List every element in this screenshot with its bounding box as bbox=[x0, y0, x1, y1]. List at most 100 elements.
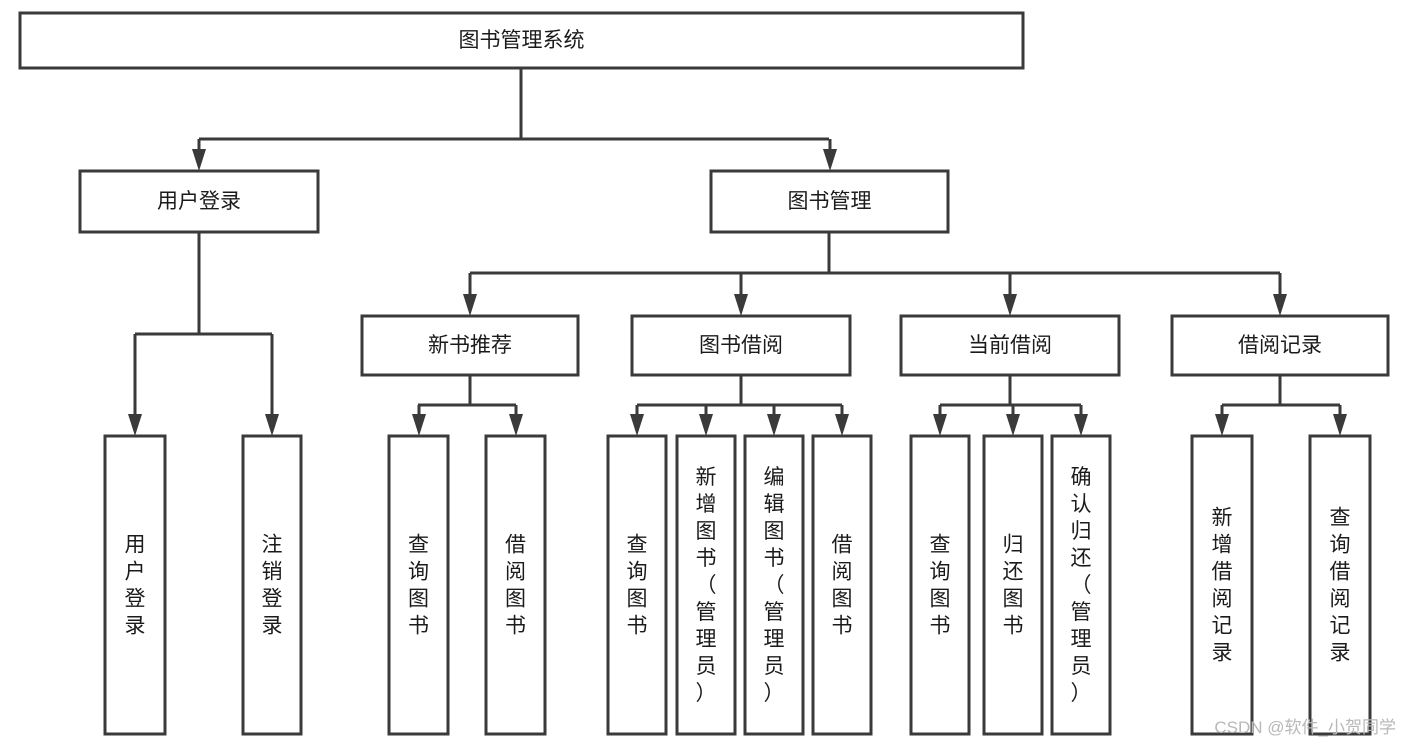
node-box-leaf_return_book[interactable] bbox=[982, 434, 1044, 736]
node-current_borrow[interactable]: 当前借阅 bbox=[899, 314, 1121, 377]
label-glyph: 借 bbox=[1212, 561, 1233, 584]
node-box-leaf_add_record[interactable] bbox=[1190, 434, 1254, 736]
label-glyph: 书 bbox=[505, 615, 526, 638]
node-label-leaf_user_login: 用户登录 bbox=[125, 534, 146, 638]
label-glyph: 录 bbox=[1212, 642, 1233, 665]
node-borrow_record[interactable]: 借阅记录 bbox=[1170, 314, 1390, 377]
edge-book_borrow-to-leaf_borrow_book_2 bbox=[835, 405, 849, 436]
label-glyph: 认 bbox=[1071, 493, 1092, 516]
node-box-leaf_query_book_3[interactable] bbox=[909, 434, 971, 736]
node-new_book_rec[interactable]: 新书推荐 bbox=[360, 314, 580, 377]
label-glyph: 记 bbox=[1212, 615, 1233, 638]
node-label-leaf_edit_book: 编辑图书（管理员） bbox=[764, 466, 785, 705]
label-glyph: 图 bbox=[408, 588, 429, 611]
node-leaf_query_book_1[interactable]: 查询图书 bbox=[387, 434, 450, 736]
node-box-leaf_add_book[interactable] bbox=[675, 434, 737, 736]
arrow-head-icon bbox=[1074, 414, 1088, 436]
node-book_mgmt[interactable]: 图书管理 bbox=[709, 169, 950, 234]
node-leaf_query_book_2[interactable]: 查询图书 bbox=[606, 434, 668, 736]
edge-root-to-book_mgmt bbox=[823, 139, 837, 171]
node-leaf_add_book[interactable]: 新增图书（管理员） bbox=[675, 434, 737, 736]
label-glyph: 注 bbox=[262, 534, 283, 557]
arrow-head-icon bbox=[1003, 294, 1017, 316]
label-glyph: 户 bbox=[125, 561, 146, 584]
node-leaf_confirm_return[interactable]: 确认归还（管理员） bbox=[1050, 434, 1112, 736]
node-label-borrow_record: 借阅记录 bbox=[1238, 334, 1322, 357]
label-glyph: 阅 bbox=[832, 561, 853, 584]
arrow-head-icon bbox=[1215, 414, 1229, 436]
node-leaf_add_record[interactable]: 新增借阅记录 bbox=[1190, 434, 1254, 736]
label-glyph: 借 bbox=[832, 534, 853, 557]
label-glyph: 图 bbox=[696, 520, 717, 543]
arrow-head-icon bbox=[128, 414, 142, 436]
edge-borrow_record-to-leaf_add_record bbox=[1215, 405, 1229, 436]
node-label-book_mgmt: 图书管理 bbox=[788, 190, 872, 213]
node-box-book_mgmt[interactable] bbox=[709, 169, 950, 234]
node-user_login[interactable]: 用户登录 bbox=[78, 169, 320, 234]
edge-book_mgmt-to-borrow_record bbox=[1273, 273, 1287, 316]
label-glyph: 新 bbox=[1212, 507, 1233, 530]
node-label-new_book_rec: 新书推荐 bbox=[428, 334, 512, 357]
node-leaf_borrow_book_1[interactable]: 借阅图书 bbox=[484, 434, 547, 736]
node-box-book_borrow[interactable] bbox=[630, 314, 852, 377]
label-glyph: 阅 bbox=[1212, 588, 1233, 611]
node-book_borrow[interactable]: 图书借阅 bbox=[630, 314, 852, 377]
label-glyph: （ bbox=[696, 574, 717, 597]
connector-group-bus-new-book bbox=[418, 375, 516, 407]
label-glyph: 图 bbox=[505, 588, 526, 611]
label-glyph: 录 bbox=[125, 615, 146, 638]
node-label-leaf_query_book_1: 查询图书 bbox=[408, 534, 429, 638]
node-leaf_edit_book[interactable]: 编辑图书（管理员） bbox=[743, 434, 805, 736]
edge-book_mgmt-to-current_borrow bbox=[1003, 273, 1017, 316]
arrow-head-icon bbox=[509, 414, 523, 436]
connector-group-bus-book-borrow bbox=[637, 375, 842, 407]
node-root[interactable]: 图书管理系统 bbox=[18, 11, 1025, 70]
node-box-leaf_borrow_book_2[interactable] bbox=[811, 434, 873, 736]
node-leaf_borrow_book_2[interactable]: 借阅图书 bbox=[811, 434, 873, 736]
node-box-leaf_query_record[interactable] bbox=[1308, 434, 1372, 736]
node-leaf_logout[interactable]: 注销登录 bbox=[241, 434, 303, 736]
arrow-head-icon bbox=[192, 149, 206, 171]
edge-user_login-to-leaf_logout bbox=[265, 334, 279, 436]
node-box-new_book_rec[interactable] bbox=[360, 314, 580, 377]
edge-book_mgmt-to-book_borrow bbox=[734, 273, 748, 316]
label-glyph: 用 bbox=[125, 534, 146, 557]
node-box-root[interactable] bbox=[18, 11, 1025, 70]
label-glyph: 图 bbox=[627, 588, 648, 611]
arrow-head-icon bbox=[412, 414, 426, 436]
node-leaf_return_book[interactable]: 归还图书 bbox=[982, 434, 1044, 736]
node-leaf_query_book_3[interactable]: 查询图书 bbox=[909, 434, 971, 736]
node-label-leaf_logout: 注销登录 bbox=[262, 534, 283, 638]
node-label-book_borrow: 图书借阅 bbox=[699, 334, 783, 357]
edge-new_book_rec-to-leaf_query_book_1 bbox=[412, 405, 426, 436]
node-box-leaf_query_book_1[interactable] bbox=[387, 434, 450, 736]
label-glyph: 询 bbox=[627, 561, 648, 584]
label-glyph: ） bbox=[696, 682, 717, 705]
node-box-leaf_logout[interactable] bbox=[241, 434, 303, 736]
arrow-head-icon bbox=[1273, 294, 1287, 316]
edge-root-to-user_login bbox=[192, 139, 206, 171]
node-box-leaf_borrow_book_1[interactable] bbox=[484, 434, 547, 736]
node-box-borrow_record[interactable] bbox=[1170, 314, 1390, 377]
label-glyph: （ bbox=[764, 574, 785, 597]
node-leaf_query_record[interactable]: 查询借阅记录 bbox=[1308, 434, 1372, 736]
label-glyph: 理 bbox=[1071, 628, 1092, 651]
node-box-leaf_query_book_2[interactable] bbox=[606, 434, 668, 736]
node-box-user_login[interactable] bbox=[78, 169, 320, 234]
label-glyph: 图 bbox=[1003, 588, 1024, 611]
edge-current_borrow-to-leaf_query_book_3 bbox=[933, 405, 947, 436]
label-glyph: （ bbox=[1071, 574, 1092, 597]
connector-group-bus-book-mgmt bbox=[470, 232, 1280, 275]
arrow-head-icon bbox=[1006, 414, 1020, 436]
node-box-leaf_edit_book[interactable] bbox=[743, 434, 805, 736]
edge-book_mgmt-to-new_book_rec bbox=[463, 273, 477, 316]
edge-new_book_rec-to-leaf_borrow_book_1 bbox=[509, 405, 523, 436]
node-box-current_borrow[interactable] bbox=[899, 314, 1121, 377]
node-box-leaf_user_login[interactable] bbox=[103, 434, 167, 736]
arrow-head-icon bbox=[630, 414, 644, 436]
node-box-leaf_confirm_return[interactable] bbox=[1050, 434, 1112, 736]
label-glyph: 询 bbox=[408, 561, 429, 584]
node-leaf_user_login[interactable]: 用户登录 bbox=[103, 434, 167, 736]
arrow-head-icon bbox=[767, 414, 781, 436]
